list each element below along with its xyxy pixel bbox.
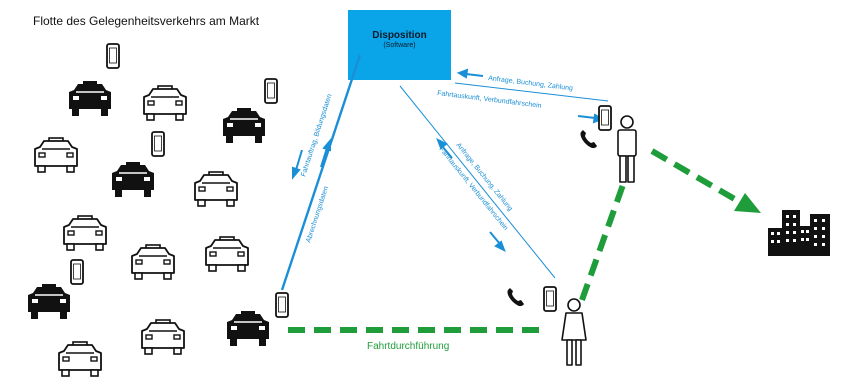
taxi-icon [111, 161, 155, 198]
taxi-icon [58, 341, 102, 377]
smartphone-icon [70, 259, 84, 285]
smartphone-icon [151, 131, 165, 157]
label-taxi-line-top: Fahrtauftrag, Bildungsdaten [300, 93, 333, 177]
trip-path-traveler-to-customer [579, 180, 627, 302]
trip-arrowhead [734, 193, 761, 213]
trip-path-customer-to-city [650, 148, 740, 204]
data-arrow-2 [320, 138, 331, 168]
smartphone-icon [598, 105, 612, 131]
taxi-icon [205, 236, 249, 272]
taxi-icon [143, 85, 187, 121]
phone-handset-icon [507, 288, 524, 307]
dispatch-label: Disposition [372, 30, 427, 41]
label-taxi-line-bottom: Abrechnungsdaten [305, 185, 330, 243]
dispatch-traveler-line [399, 85, 556, 279]
label-customer-request: Anfrage, Buchung, Zahlung [488, 75, 574, 92]
taxi-icon [34, 137, 78, 173]
smartphone-icon [106, 43, 120, 69]
taxi-icon [68, 80, 112, 117]
taxi-icon [131, 244, 175, 280]
taxi-icon [141, 319, 185, 355]
smartphone-icon [275, 292, 289, 318]
data-arrow-3 [456, 68, 484, 79]
smartphone-icon [264, 78, 278, 104]
taxi-icon [222, 107, 266, 144]
person-icon [561, 298, 587, 366]
phone-handset-icon [580, 130, 597, 149]
dispatch-sublabel: (Software) [383, 42, 416, 49]
taxi-dispatch-line [280, 54, 362, 291]
data-arrow-5 [436, 137, 453, 159]
smartphone-icon [543, 286, 557, 312]
taxi-icon [63, 215, 107, 251]
data-arrow-1 [292, 149, 303, 180]
taxi-icon [27, 283, 71, 320]
taxi-icon [194, 171, 238, 207]
label-trip: Fahrtdurchführung [367, 341, 449, 352]
diagram-title: Flotte des Gelegenheitsverkehrs am Markt [33, 14, 260, 28]
city-buildings-icon [768, 210, 830, 256]
label-customer-response: Fahrtauskunft, Verbundfahrschein [437, 90, 542, 110]
taxi-icon [226, 310, 270, 347]
person-icon [617, 115, 637, 183]
data-arrow-6 [489, 231, 506, 253]
dispatch-software-box: Disposition (Software) [348, 10, 451, 80]
dispatch-customer-line [454, 82, 609, 102]
